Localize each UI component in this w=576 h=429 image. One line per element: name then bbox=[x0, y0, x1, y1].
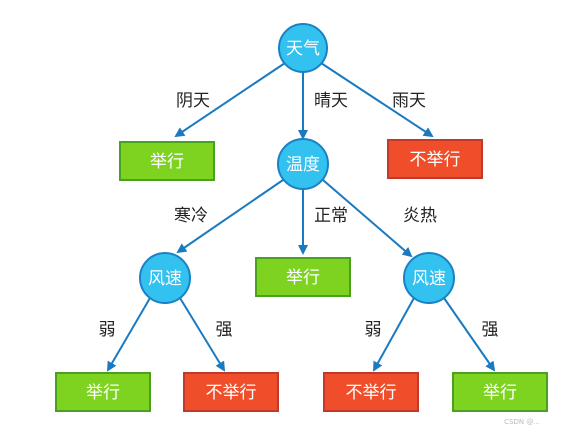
edges bbox=[106, 62, 496, 372]
edge-label-cold: 寒冷 bbox=[174, 206, 208, 226]
leaf-cold-strong-label: 不举行 bbox=[206, 383, 257, 403]
edge-labels: 阴天 晴天 雨天 寒冷 正常 炎热 弱 强 弱 强 bbox=[99, 91, 499, 340]
leaf-normal-box bbox=[255, 257, 351, 297]
decision-nodes: 天气 温度 风速 风速 bbox=[139, 23, 455, 304]
edge-label-cold-strong: 强 bbox=[216, 320, 233, 340]
node-weather-circle bbox=[278, 23, 328, 73]
leaf-nodes: 举行 不举行 举行 举行 不举行 不举行 举行 bbox=[55, 139, 548, 412]
leaf-rainy-label: 不举行 bbox=[410, 150, 461, 170]
edge-temp-hot bbox=[322, 179, 413, 258]
edge-label-normal: 正常 bbox=[314, 206, 348, 226]
node-wind-right-circle bbox=[403, 252, 455, 304]
node-temperature-circle bbox=[277, 138, 329, 190]
edge-temp-cold bbox=[176, 179, 284, 254]
edge-weather-rainy bbox=[320, 62, 434, 138]
edge-label-cold-weak: 弱 bbox=[99, 320, 116, 340]
node-wind-left-label: 风速 bbox=[148, 269, 182, 289]
edge-label-rainy: 雨天 bbox=[392, 91, 426, 111]
edge-label-sunny: 晴天 bbox=[314, 91, 348, 111]
leaf-overcast-box bbox=[119, 141, 215, 181]
leaf-cold-strong-box bbox=[183, 372, 279, 412]
node-weather-label: 天气 bbox=[286, 39, 320, 59]
edge-label-overcast: 阴天 bbox=[176, 91, 210, 111]
leaf-hot-strong-box bbox=[452, 372, 548, 412]
edge-windl-weak bbox=[106, 297, 151, 372]
leaf-hot-strong-label: 举行 bbox=[483, 383, 517, 403]
leaf-hot-weak-label: 不举行 bbox=[346, 383, 397, 403]
edge-weather-overcast bbox=[174, 62, 286, 138]
node-wind-right-label: 风速 bbox=[412, 269, 446, 289]
watermark: CSDN @... bbox=[504, 418, 540, 426]
edge-windr-strong bbox=[443, 297, 496, 372]
leaf-overcast-label: 举行 bbox=[150, 152, 184, 172]
leaf-hot-weak-box bbox=[323, 372, 419, 412]
node-temperature-label: 温度 bbox=[286, 155, 320, 175]
leaf-cold-weak-box bbox=[55, 372, 151, 412]
edge-label-hot-strong: 强 bbox=[482, 320, 499, 340]
edge-windl-strong bbox=[179, 297, 226, 372]
leaf-rainy-box bbox=[387, 139, 483, 179]
edge-windr-weak bbox=[373, 297, 415, 372]
leaf-normal-label: 举行 bbox=[286, 268, 320, 288]
edge-label-hot: 炎热 bbox=[403, 206, 437, 226]
edge-label-hot-weak: 弱 bbox=[365, 320, 382, 340]
leaf-cold-weak-label: 举行 bbox=[86, 383, 120, 403]
node-wind-left-circle bbox=[139, 252, 191, 304]
